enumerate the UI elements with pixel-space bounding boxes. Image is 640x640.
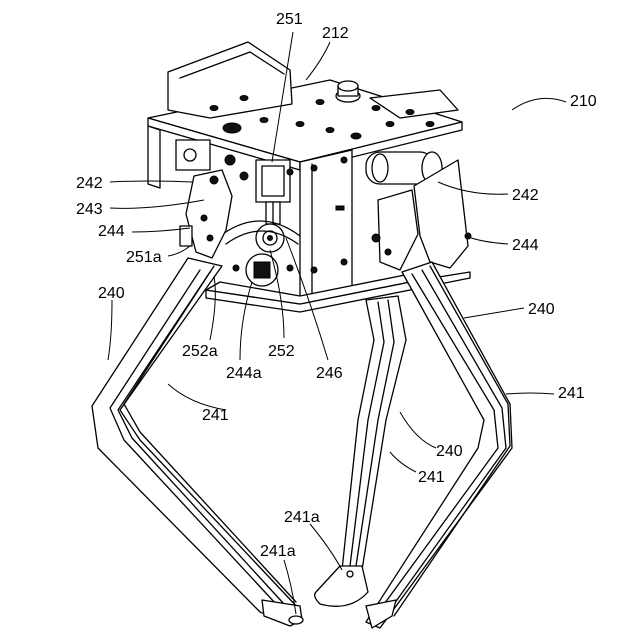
label-241-right: 241 bbox=[558, 385, 585, 402]
label-252: 252 bbox=[268, 343, 295, 360]
rear-bracket bbox=[168, 42, 292, 118]
label-242-left: 242 bbox=[76, 175, 103, 192]
label-212: 212 bbox=[322, 25, 349, 42]
right-hub-plate bbox=[378, 190, 418, 270]
label-241a-center: 241a bbox=[284, 509, 320, 526]
left-motor bbox=[176, 140, 210, 170]
center-finger-paddle bbox=[315, 566, 368, 606]
center-finger bbox=[315, 296, 406, 606]
top-screw bbox=[223, 123, 241, 133]
label-241-left: 241 bbox=[202, 407, 229, 424]
left-arm-hub bbox=[180, 170, 232, 258]
label-246: 246 bbox=[316, 365, 343, 382]
front-center-panel bbox=[300, 150, 352, 304]
left-side-panel bbox=[148, 126, 160, 188]
label-252a: 252a bbox=[182, 343, 218, 360]
label-244-right: 244 bbox=[512, 237, 539, 254]
label-251a: 251a bbox=[126, 249, 162, 266]
label-241-center: 241 bbox=[418, 469, 445, 486]
label-240-center: 240 bbox=[436, 443, 463, 460]
center-finger-outer bbox=[342, 296, 406, 570]
left-finger-outer bbox=[92, 258, 300, 622]
label-244-left: 244 bbox=[98, 223, 125, 240]
label-251: 251 bbox=[276, 11, 303, 28]
label-240-left: 240 bbox=[98, 285, 125, 302]
left-finger bbox=[92, 258, 303, 626]
label-243: 243 bbox=[76, 201, 103, 218]
label-241a-left: 241a bbox=[260, 543, 296, 560]
label-244a: 244a bbox=[226, 365, 262, 382]
left-hub-plate bbox=[186, 170, 232, 258]
right-arm-hub bbox=[366, 152, 471, 270]
label-240-right: 240 bbox=[528, 301, 555, 318]
label-210: 210 bbox=[570, 93, 597, 110]
label-242-right: 242 bbox=[512, 187, 539, 204]
